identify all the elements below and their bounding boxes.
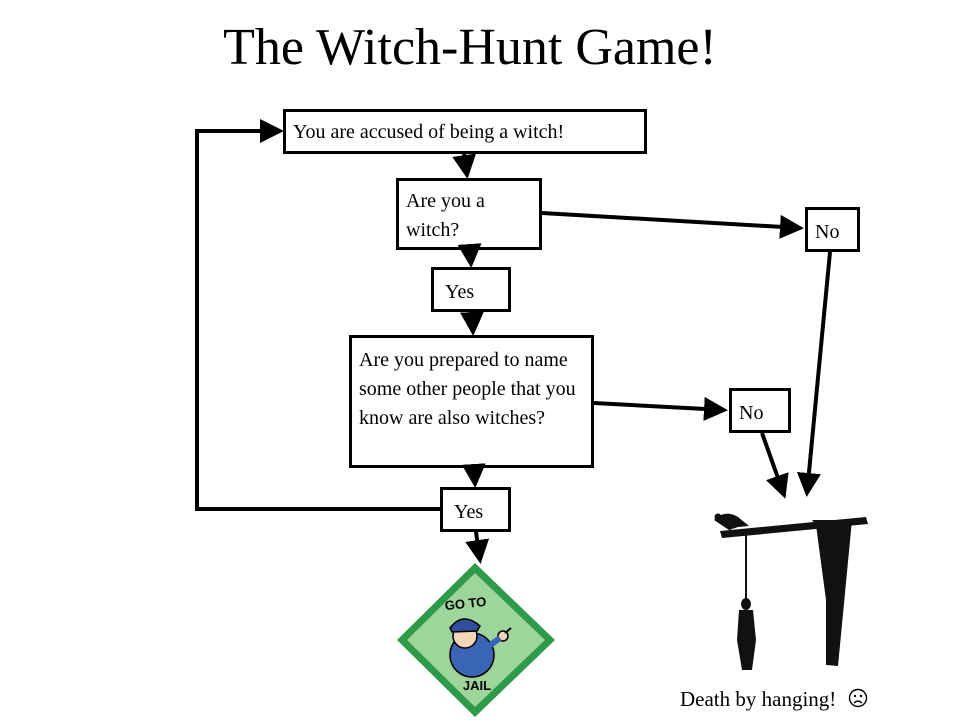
yes-box-1: Yes [431,267,511,312]
crow-icon [714,513,749,535]
accused-box: You are accused of being a witch! [283,109,647,154]
policeman-icon [449,618,512,678]
jail-card-line2: JAIL [463,678,491,693]
no-box-1: No [805,207,860,252]
arrow-witch-to-no [541,211,804,239]
arrow-loop-back [195,119,440,511]
yes-box-2: Yes [440,487,511,532]
jail-card-line1: GO TO [444,594,487,613]
page-title: The Witch-Hunt Game! [223,19,717,76]
arrow-witch-to-yes [457,243,482,268]
arrow-no2-to-gallows [760,432,789,499]
hanged-figure-icon [737,598,756,670]
arrow-name-to-yes [461,463,486,488]
caption: Death by hanging! [680,684,868,714]
no-box-2: No [729,388,791,433]
arrow-accused-to-witch [452,153,477,179]
arrow-no1-to-gallows [796,251,832,497]
arrow-name-to-no [593,396,728,421]
arrow-yes-to-name [460,311,484,336]
name-others-box: Are you prepared to name some other peop… [349,335,594,468]
arrow-yes-to-jail [465,531,490,564]
caption-text: Death by hanging! [680,687,837,711]
frown-face-icon [848,688,867,708]
